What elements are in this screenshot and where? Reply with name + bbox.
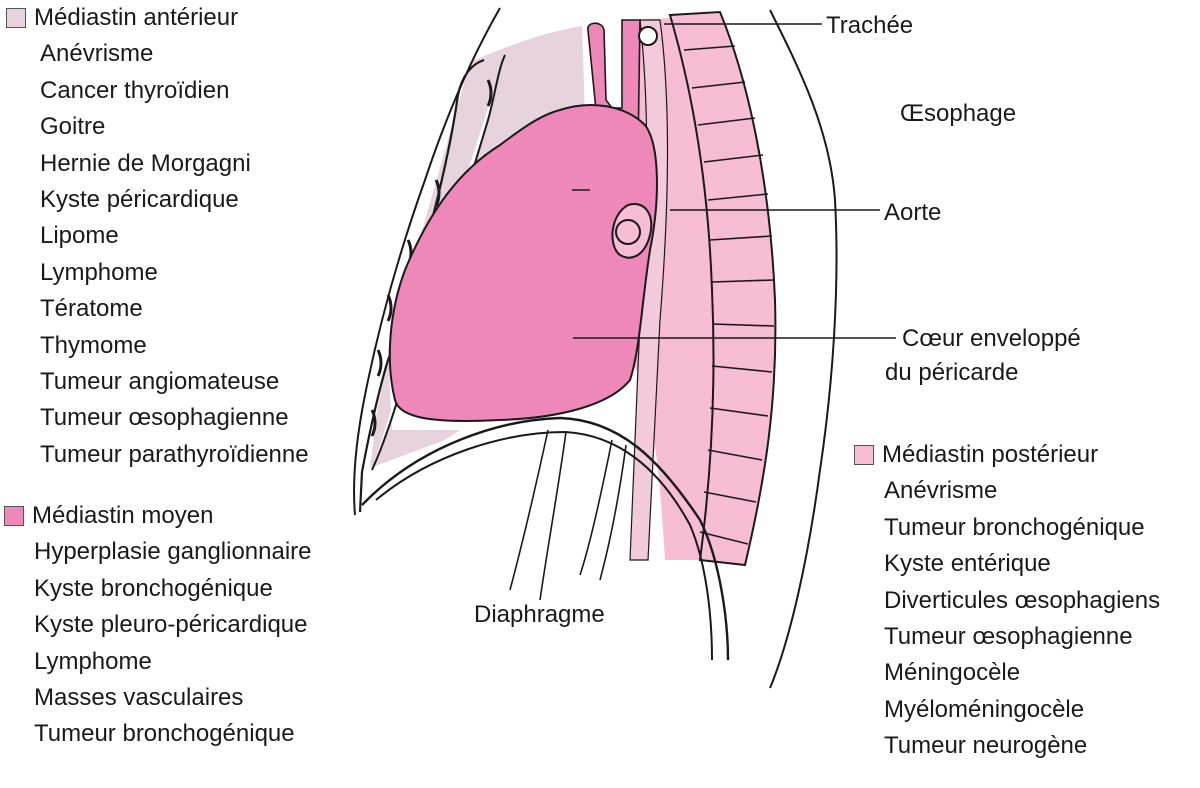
esophagus-ring: [638, 26, 658, 46]
list-item: Masses vasculaires: [34, 684, 244, 712]
diaphragm-curve-inner: [375, 430, 713, 661]
middle-swatch: [4, 506, 24, 527]
legend-posterior-title: Médiastin postérieur: [882, 441, 1099, 468]
legend-middle-mediastinum: Médiastin moyen Hyperplasie ganglionnair…: [4, 498, 312, 753]
list-item: Tumeur œsophagienne: [884, 623, 1133, 651]
diaphragm-curve: [361, 416, 730, 661]
list-item: Anévrisme: [40, 40, 154, 68]
posterior-swatch: [854, 445, 874, 466]
inferior-vessel: [509, 429, 627, 601]
list-item: Tumeur parathyroïdienne: [40, 440, 309, 468]
legend-posterior-mediastinum: Médiastin postérieur Anévrisme Tumeur br…: [854, 437, 1160, 765]
list-item: Hernie de Morgagni: [40, 149, 251, 177]
heart-label-line1: Cœur enveloppé: [902, 325, 1081, 352]
aorta-lumen: [615, 219, 641, 245]
list-item: Kyste entérique: [884, 550, 1051, 578]
esophagus-band: [629, 19, 669, 561]
trachea-label: Trachée: [826, 12, 914, 39]
list-item: Tumeur neurogène: [884, 732, 1088, 760]
list-item: Goitre: [40, 113, 106, 141]
vertebral-column: [668, 10, 777, 567]
anterior-swatch: [6, 8, 26, 29]
list-item: Kyste péricardique: [40, 186, 239, 214]
list-item: Kyste pleuro-péricardique: [34, 611, 308, 639]
legend-anterior-mediastinum: Médiastin antérieur Anévrisme Cancer thy…: [6, 0, 309, 473]
aorta-shape: [611, 203, 653, 259]
heart-label-line2: du péricarde: [885, 359, 1019, 386]
list-item: Diverticules œsophagiens: [884, 586, 1161, 614]
list-item: Lymphome: [40, 258, 158, 286]
list-item: Thymome: [40, 331, 147, 359]
legend-middle-title: Médiastin moyen: [32, 502, 214, 529]
list-item: Tumeur bronchogénique: [34, 720, 295, 748]
esophagus-label: Œsophage: [900, 100, 1017, 127]
back-outline: [769, 9, 838, 689]
leader-lines: [572, 23, 896, 339]
list-item: Tumeur bronchogénique: [884, 513, 1145, 541]
list-item: Tératome: [40, 295, 143, 323]
heart-shape: [388, 104, 658, 422]
vertebrae-lines: [683, 45, 775, 545]
diaphragm-label: Diaphragme: [474, 601, 605, 628]
list-item: Anévrisme: [884, 477, 998, 505]
list-item: Myéloméningocèle: [884, 695, 1085, 723]
list-item: Tumeur œsophagienne: [40, 404, 289, 432]
list-item: Tumeur angiomateuse: [40, 368, 280, 396]
legend-anterior-title: Médiastin antérieur: [34, 4, 239, 31]
chest-front-outline: [353, 7, 501, 516]
list-item: Lymphome: [34, 647, 152, 675]
heart-label: Cœur enveloppé du péricarde: [885, 322, 1081, 390]
list-item: Lipome: [40, 222, 119, 250]
list-item: Hyperplasie ganglionnaire: [34, 538, 312, 566]
list-item: Kyste bronchogénique: [34, 574, 273, 602]
list-item: Cancer thyroïdien: [40, 76, 230, 104]
list-item: Méningocèle: [884, 659, 1021, 687]
aorta-label: Aorte: [884, 199, 942, 226]
